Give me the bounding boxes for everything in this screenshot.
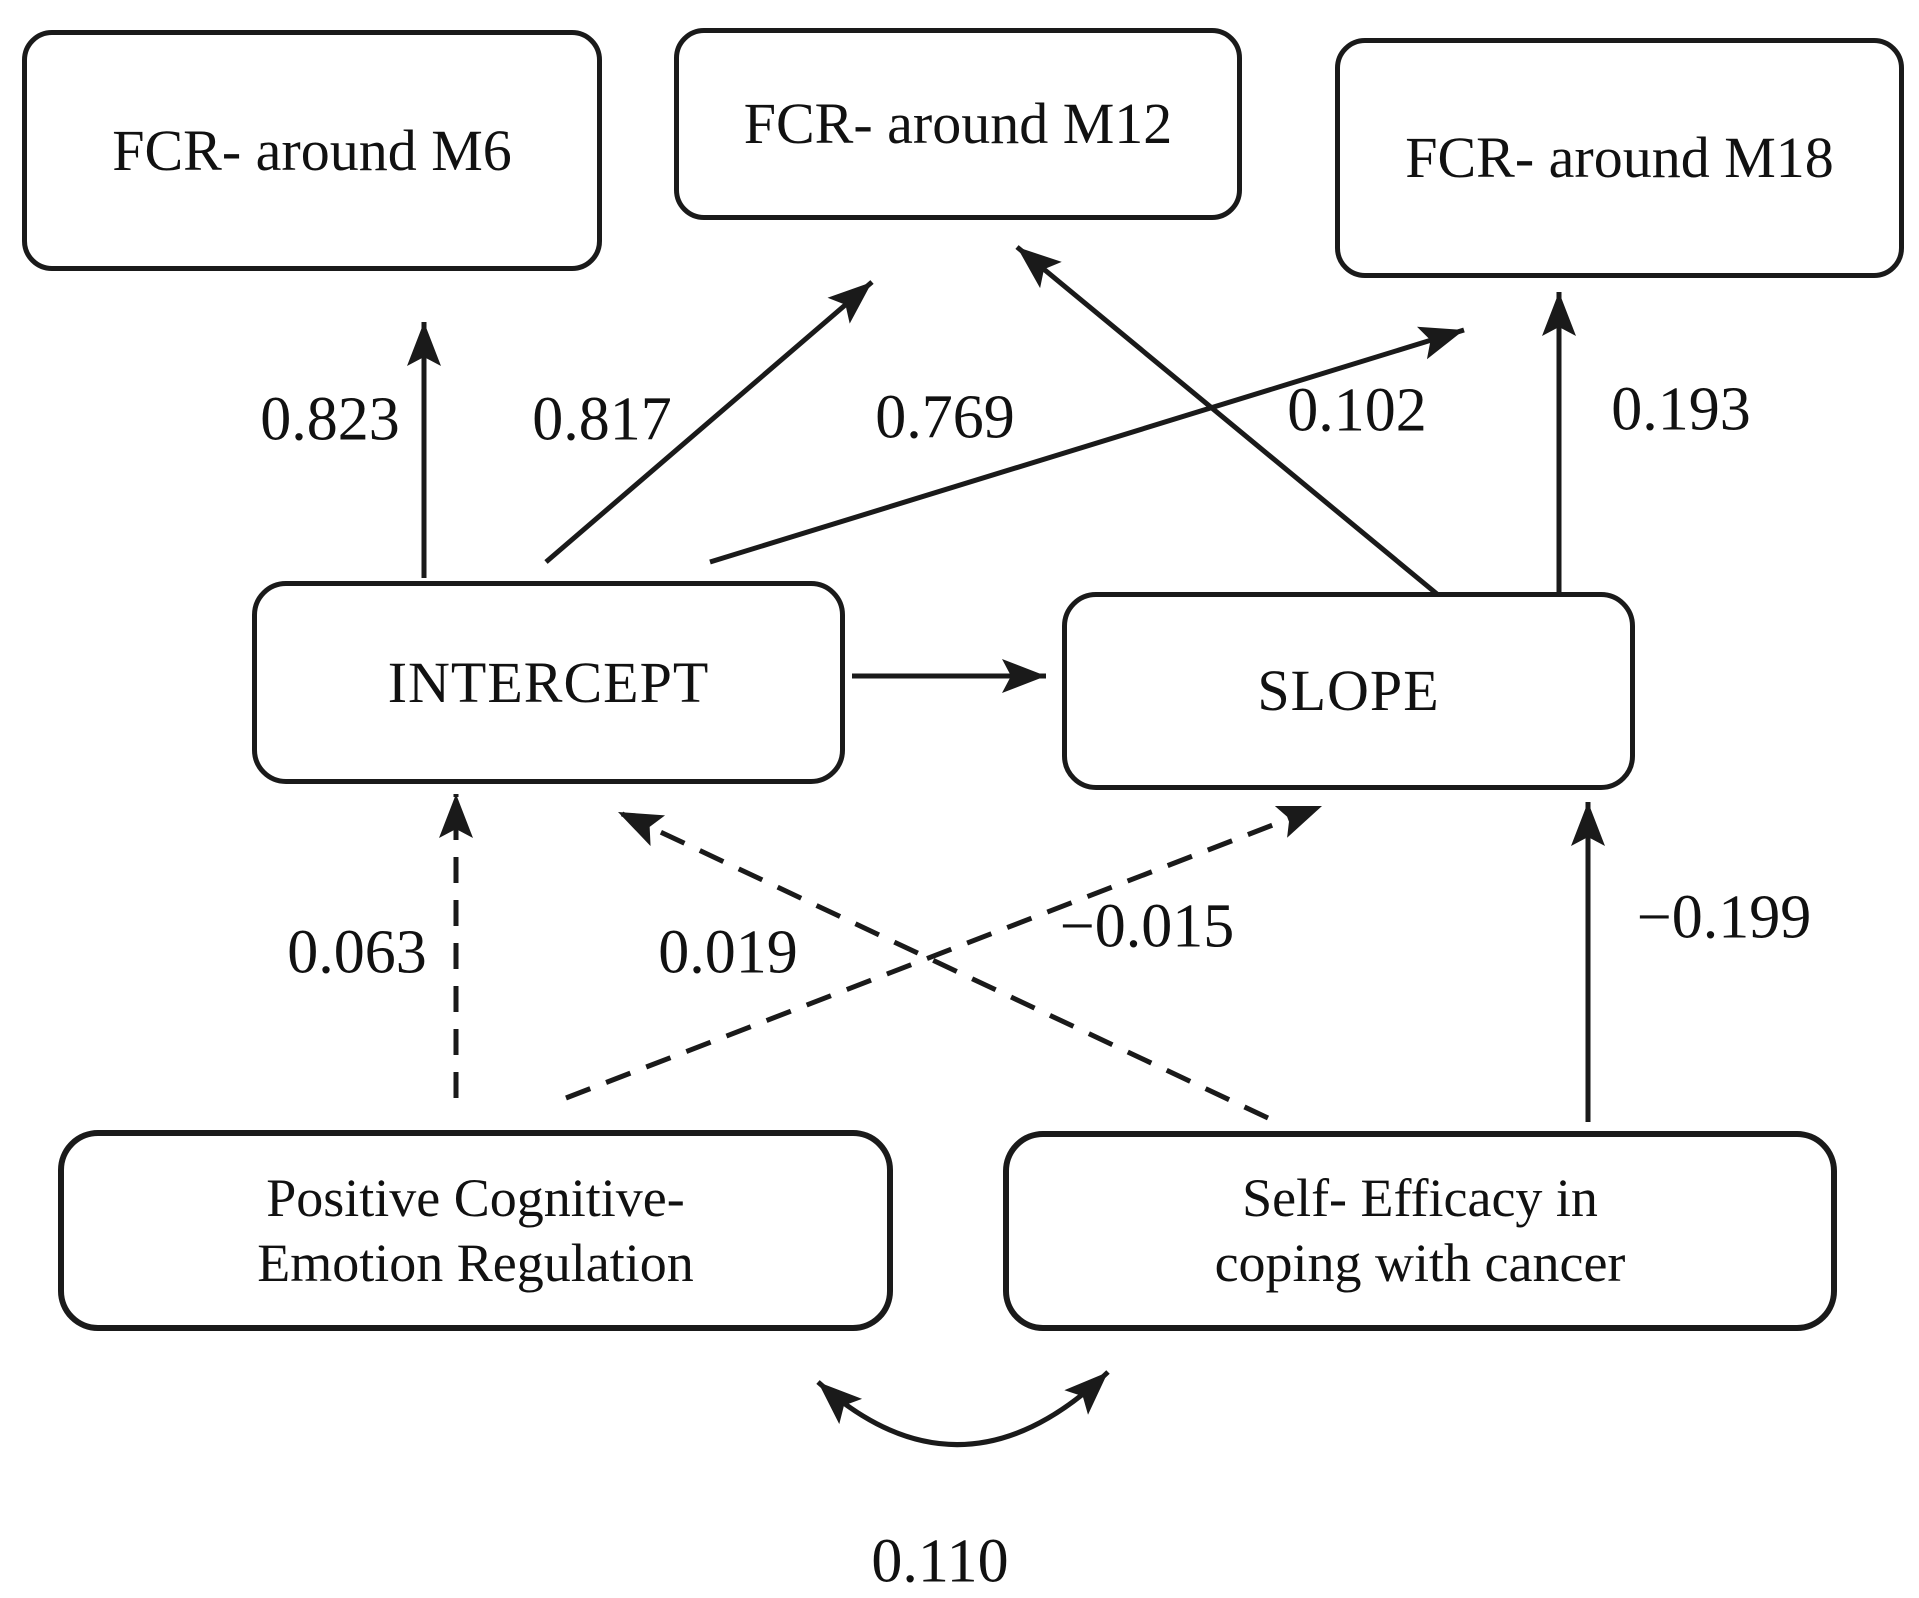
box-slope-label: SLOPE bbox=[1257, 658, 1440, 724]
coef-covariance: 0.110 bbox=[871, 1527, 1009, 1596]
box-se-label-line2: coping with cancer bbox=[1214, 1233, 1626, 1293]
coef-se-intercept: 0.019 bbox=[658, 918, 798, 987]
coef-se-slope: −0.199 bbox=[1636, 883, 1812, 952]
box-self-efficacy: Self- Efficacy in coping with cancer bbox=[1003, 1131, 1837, 1331]
coef-pce-intercept: 0.063 bbox=[287, 918, 427, 987]
box-slope: SLOPE bbox=[1062, 592, 1635, 790]
box-fcr-m12: FCR- around M12 bbox=[674, 28, 1242, 220]
box-fcr-m6: FCR- around M6 bbox=[22, 30, 602, 271]
path-se-to-intercept bbox=[616, 809, 1270, 1121]
box-intercept: INTERCEPT bbox=[252, 581, 845, 784]
coef-intercept-m6: 0.823 bbox=[260, 385, 400, 454]
box-se-label-line1: Self- Efficacy in bbox=[1242, 1168, 1598, 1229]
path-covariance-arc bbox=[816, 1370, 1110, 1448]
coef-pce-slope: −0.015 bbox=[1059, 892, 1235, 961]
coef-slope-m18: 0.193 bbox=[1611, 375, 1751, 444]
path-pce-to-slope bbox=[565, 803, 1323, 1101]
coef-slope-m12: 0.102 bbox=[1287, 376, 1427, 445]
coef-intercept-m18: 0.769 bbox=[875, 383, 1015, 452]
box-pce-label-line2: Emotion Regulation bbox=[257, 1232, 694, 1293]
box-fcr-m18: FCR- around M18 bbox=[1335, 38, 1904, 278]
path-intercept-to-m18 bbox=[709, 326, 1465, 565]
path-slope-to-m12 bbox=[1015, 245, 1439, 596]
box-positive-cognitive-emotion-regulation: Positive Cognitive- Emotion Regulation bbox=[58, 1130, 893, 1331]
path-intercept-to-m12 bbox=[544, 280, 874, 564]
coef-intercept-m12: 0.817 bbox=[532, 385, 672, 454]
box-pce-label-line1: Positive Cognitive- bbox=[266, 1167, 685, 1228]
box-intercept-label: INTERCEPT bbox=[387, 649, 710, 715]
box-fcr-m12-label: FCR- around M12 bbox=[743, 91, 1173, 157]
box-fcr-m6-label: FCR- around M6 bbox=[112, 117, 512, 183]
box-fcr-m18-label: FCR- around M18 bbox=[1405, 125, 1834, 191]
